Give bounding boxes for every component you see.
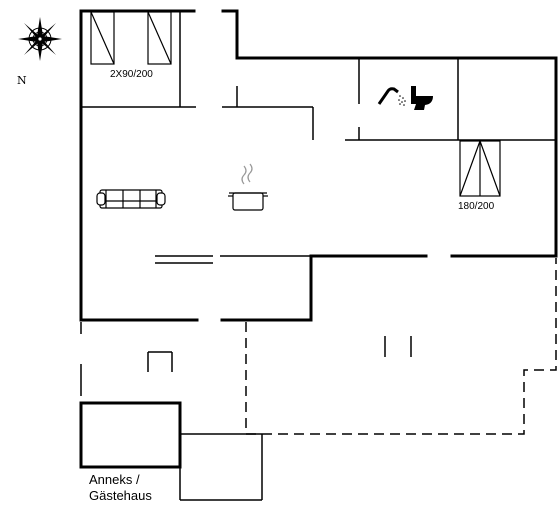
annex-label-line2: Gästehaus [89, 488, 152, 503]
annex-label-line1: Anneks / [89, 472, 140, 487]
toilet-icon [411, 86, 433, 110]
bedroom-1-bed-label: 2X90/200 [110, 69, 153, 80]
north-label: N [17, 74, 27, 87]
interior-walls [80, 11, 556, 501]
bedroom-2-bed-label: 180/200 [458, 201, 495, 212]
exterior-walls [79, 9, 558, 469]
double-bed-icon [459, 140, 501, 197]
cooking-pot-icon [228, 163, 268, 211]
twin-beds-icon [90, 11, 172, 65]
terrace-outline [245, 258, 557, 435]
sofa-icon [96, 189, 166, 209]
compass-rose-icon [18, 17, 62, 61]
shower-icon [377, 87, 406, 106]
